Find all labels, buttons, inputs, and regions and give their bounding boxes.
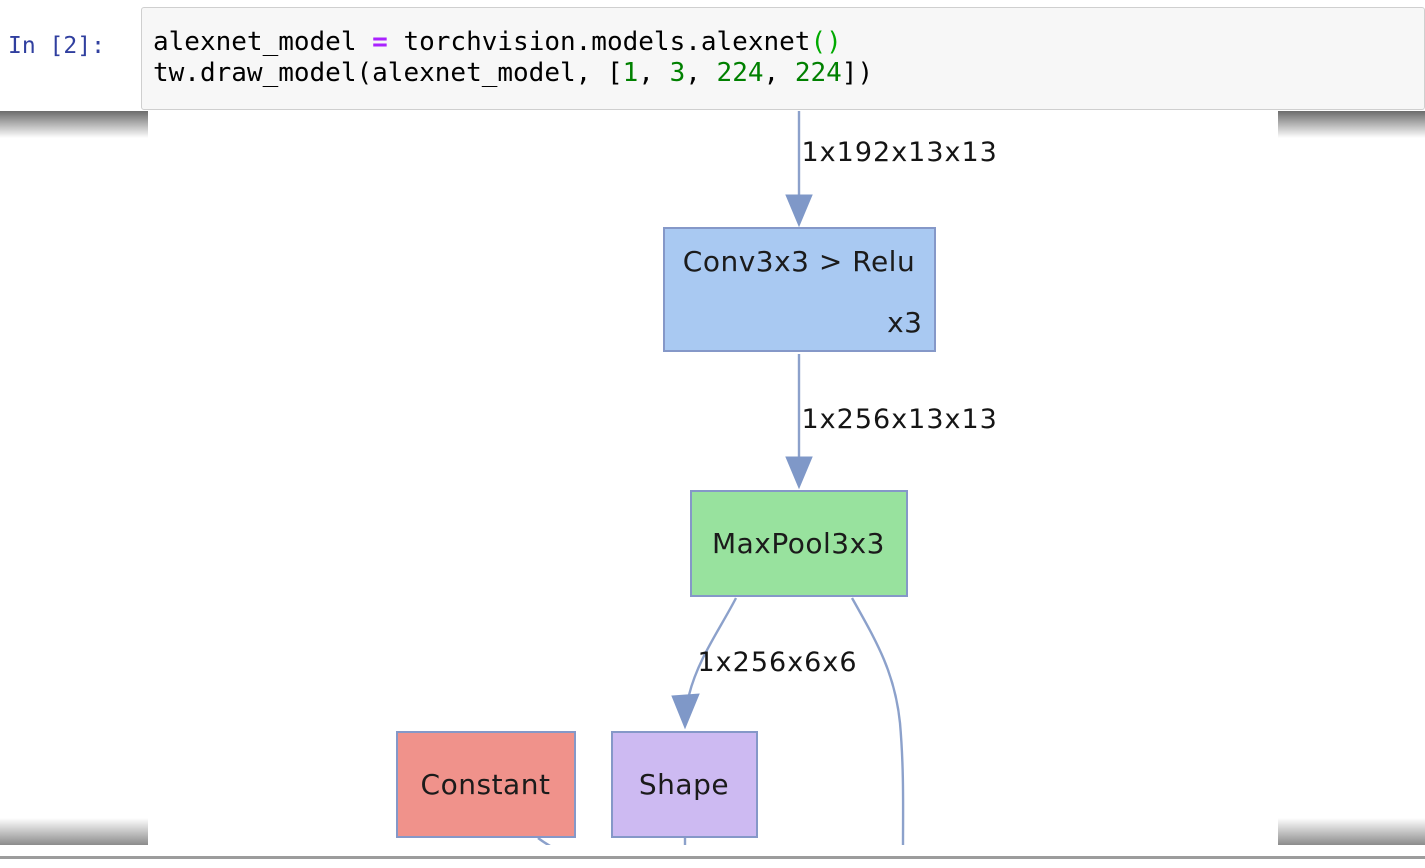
- code-token-bracket: (): [810, 27, 842, 57]
- node-shape: Shape: [610, 731, 758, 838]
- node-label: Conv3x3 > Relu: [682, 245, 916, 278]
- edge-label-tensor-1: 1x192x13x13: [801, 137, 998, 168]
- code-token: ]): [841, 58, 874, 88]
- code-token-number: 1: [622, 58, 639, 88]
- node-constant: Constant: [395, 731, 576, 838]
- code-token: ,: [638, 58, 670, 88]
- code-line-1: alexnet_model = torchvision.models.alexn…: [153, 27, 1424, 58]
- code-token: ,: [763, 58, 795, 88]
- code-token-operator: =: [372, 27, 388, 57]
- output-scroll-area[interactable]: Conv3x3 > Relu x3 MaxPool3x3 Constant Sh…: [0, 111, 1425, 845]
- arrowhead-into-conv: [784, 194, 813, 228]
- cell-divider: [0, 856, 1425, 859]
- edge-maxpool-to-shape: [687, 597, 737, 696]
- arrowhead-into-shape: [670, 693, 700, 730]
- node-label: MaxPool3x3: [711, 527, 885, 560]
- code-editor[interactable]: alexnet_model = torchvision.models.alexn…: [141, 7, 1425, 110]
- code-line-2: tw.draw_model(alexnet_model, [1, 3, 224,…: [153, 58, 1424, 89]
- edge-label-tensor-3: 1x256x6x6: [697, 647, 858, 678]
- model-graph-image: Conv3x3 > Relu x3 MaxPool3x3 Constant Sh…: [147, 111, 1278, 845]
- graph-edges: [536, 111, 904, 845]
- code-token-number: 3: [669, 58, 686, 88]
- edge-from-constant: [536, 837, 551, 845]
- node-label: Constant: [420, 768, 551, 801]
- code-token: torchvision.models.alexnet: [387, 27, 811, 57]
- code-token-number: 224: [716, 58, 764, 88]
- node-label: Shape: [638, 768, 730, 801]
- node-maxpool3x3: MaxPool3x3: [689, 490, 908, 597]
- code-token: ,: [685, 58, 717, 88]
- node-conv3x3-relu: Conv3x3 > Relu x3: [662, 227, 936, 352]
- edge-label-tensor-2: 1x256x13x13: [801, 404, 998, 435]
- code-token: alexnet_model: [153, 27, 373, 57]
- code-token-number: 224: [794, 58, 842, 88]
- node-repeat-badge: x3: [887, 306, 923, 339]
- arrowhead-into-maxpool: [784, 456, 813, 490]
- input-prompt: In [2]:: [8, 33, 105, 59]
- code-token: tw.draw_model(alexnet_model, [: [153, 58, 623, 88]
- edge-maxpool-bypass: [850, 597, 904, 845]
